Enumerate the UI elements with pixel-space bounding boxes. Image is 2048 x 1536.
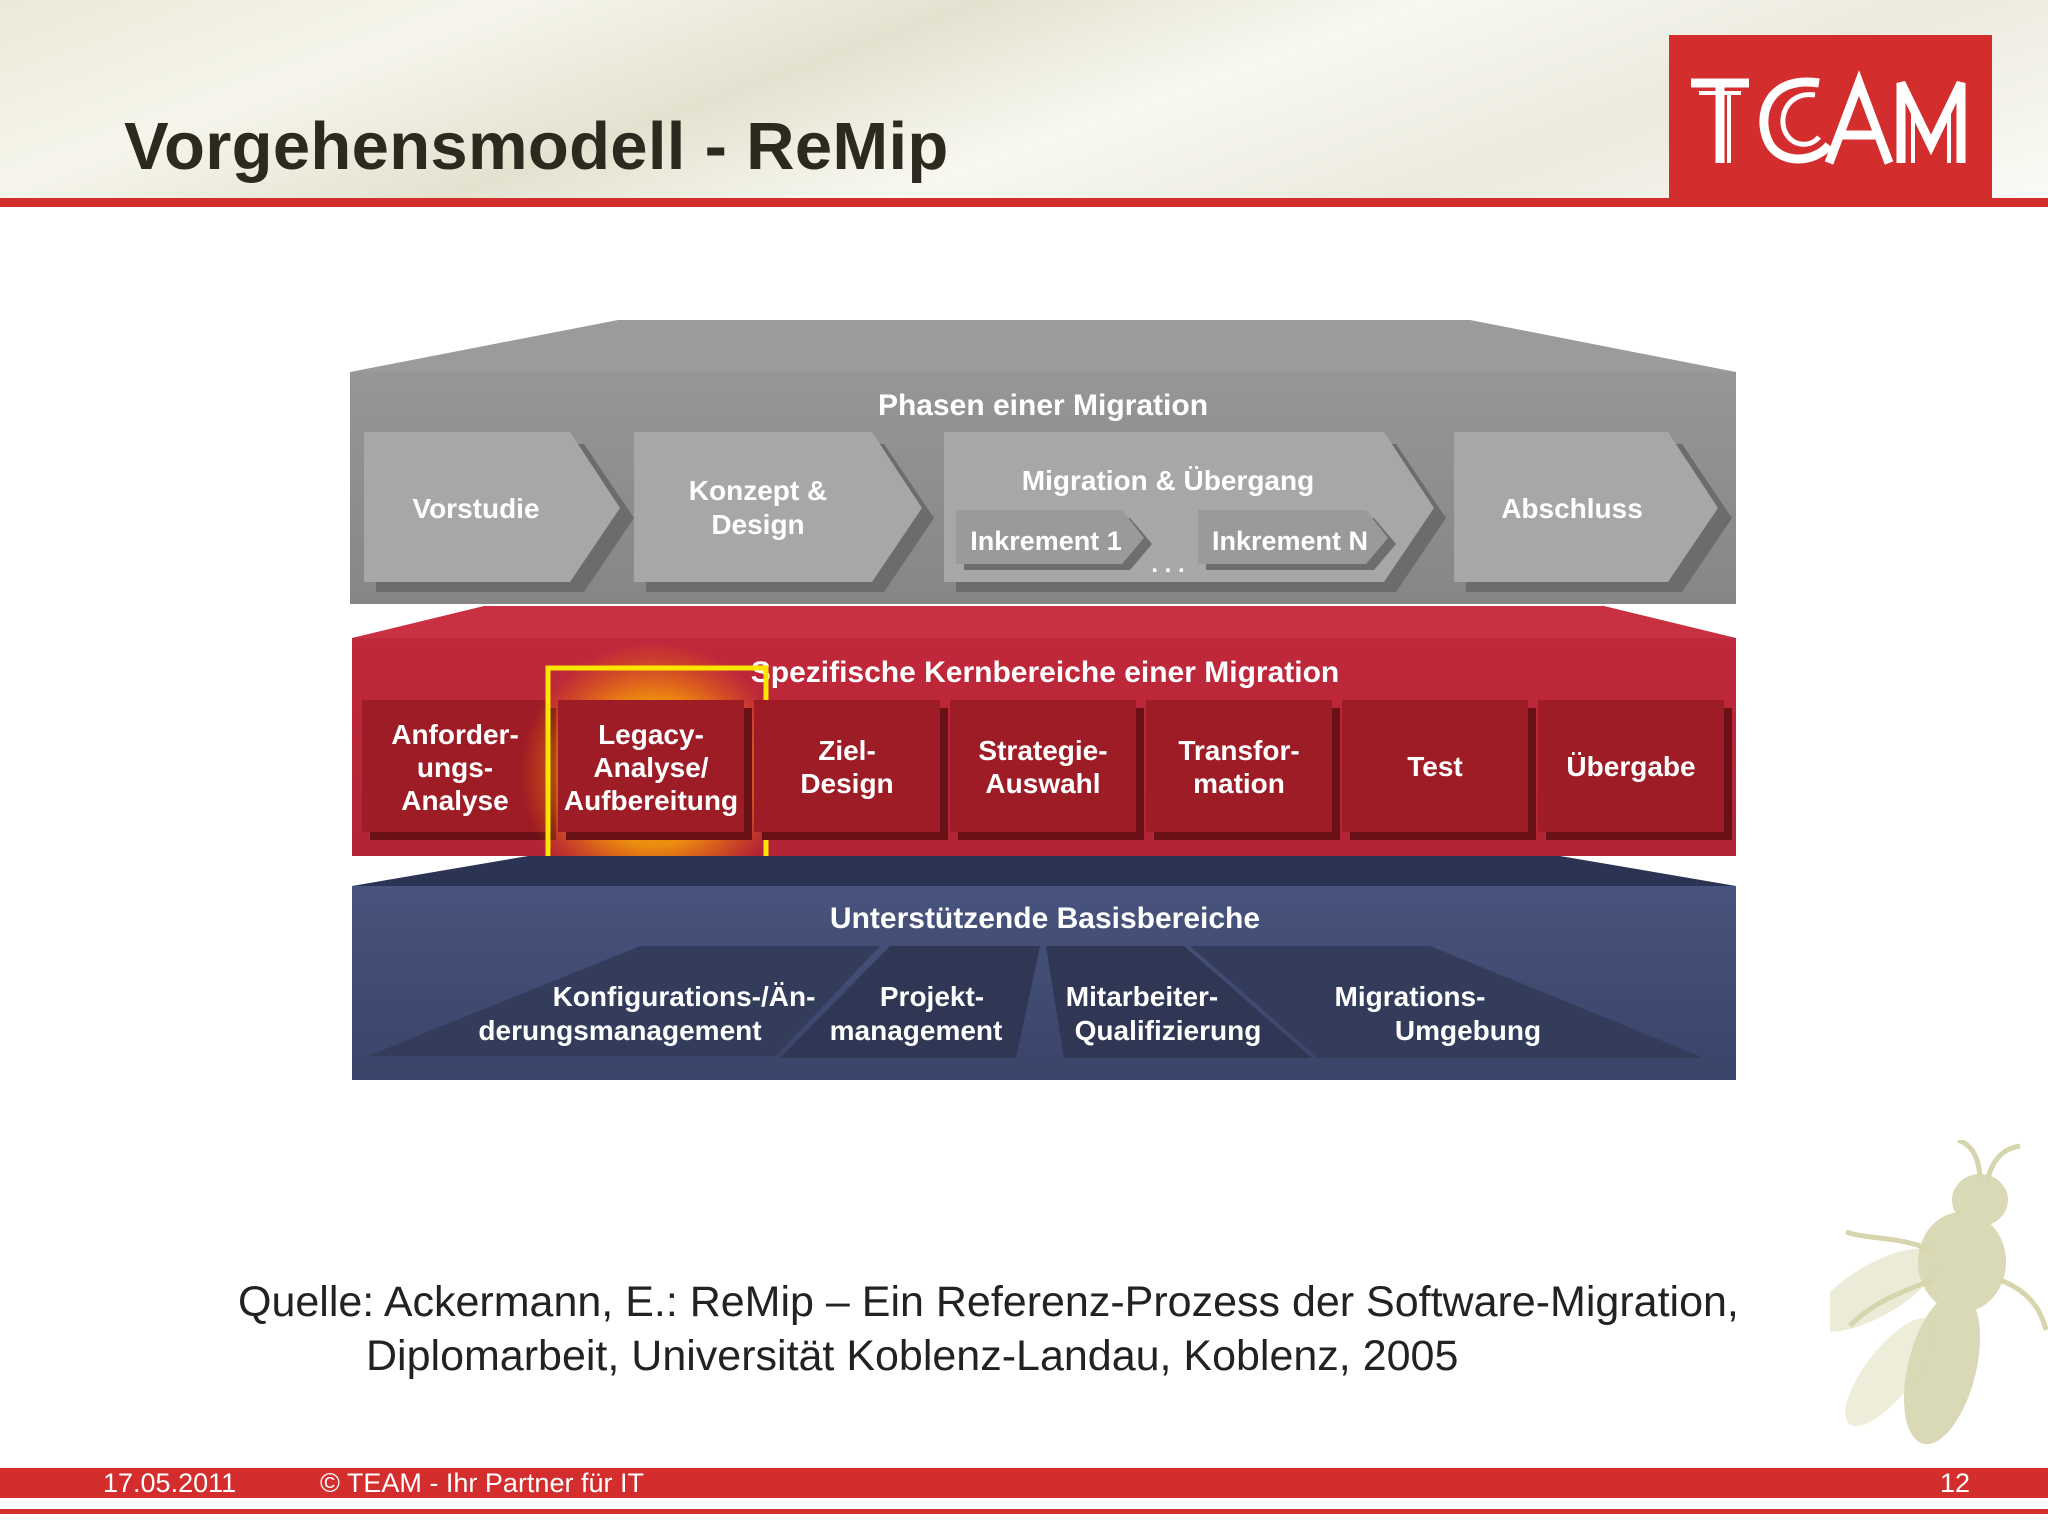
core-label-anforderung-2: ungs- xyxy=(417,752,493,783)
base-roof xyxy=(352,856,1736,886)
core-label-legacy-3: Aufbereitung xyxy=(564,785,738,816)
base-item-umgebung: Migrations- Umgebung xyxy=(1190,946,1704,1058)
core-box-uebergabe: Übergabe xyxy=(1538,700,1732,840)
core-label-transformation-2: mation xyxy=(1193,768,1285,799)
increment-1: Inkrement 1 xyxy=(956,510,1152,570)
team-logo xyxy=(1669,35,1992,205)
phase-step-konzept: Konzept & Design xyxy=(634,432,934,592)
core-label-test: Test xyxy=(1407,751,1463,782)
core-label-anforderung-1: Anforder- xyxy=(391,719,519,750)
core-label-strategie-2: Auswahl xyxy=(985,768,1100,799)
core-label-legacy-1: Legacy- xyxy=(598,719,704,750)
increment-n: Inkrement N xyxy=(1198,510,1396,570)
core-box-test: Test xyxy=(1342,700,1536,840)
base-label-umgebung-2: Umgebung xyxy=(1395,1015,1541,1046)
core-label-ziel-1: Ziel- xyxy=(818,735,876,766)
footer-rule xyxy=(0,1509,2048,1514)
bee-watermark-icon xyxy=(1830,1140,2048,1445)
core-label-legacy-2: Analyse/ xyxy=(593,752,708,783)
footer-date: 17.05.2011 xyxy=(103,1468,237,1498)
base-item-konfiguration: Konfigurations-/Än- derungsmanagement xyxy=(368,946,880,1056)
increment-n-label: Inkrement N xyxy=(1212,526,1368,556)
core-label-ziel-2: Design xyxy=(800,768,893,799)
base-label-mitarbeiter-1: Mitarbeiter- xyxy=(1066,981,1218,1012)
phase-label-vorstudie: Vorstudie xyxy=(412,493,539,524)
core-label-uebergabe: Übergabe xyxy=(1566,751,1695,782)
core-roof xyxy=(352,606,1736,638)
core-label-anforderung-3: Analyse xyxy=(401,785,508,816)
core-title: Spezifische Kernbereiche einer Migration xyxy=(751,656,1340,689)
footer-page-number: 12 xyxy=(1940,1468,1971,1498)
base-item-mitarbeiter: Mitarbeiter- Qualifizierung xyxy=(1046,946,1312,1058)
phases-roof xyxy=(350,320,1736,372)
core-label-strategie-1: Strategie- xyxy=(978,735,1107,766)
slide-title: Vorgehensmodell - ReMip xyxy=(124,109,949,184)
base-label-konfiguration-2: derungsmanagement xyxy=(478,1015,761,1046)
team-logo-icon xyxy=(1691,70,1966,165)
source-citation: Quelle: Ackermann, E.: ReMip – Ein Refer… xyxy=(238,1275,1739,1383)
core-box-transformation: Transfor- mation xyxy=(1146,700,1340,840)
footer-bar: 17.05.2011 © TEAM - Ihr Partner für IT 1… xyxy=(0,1468,2048,1498)
core-box-zieldesign: Ziel- Design xyxy=(754,700,948,840)
base-label-mitarbeiter-2: Qualifizierung xyxy=(1075,1015,1262,1046)
base-label-umgebung-1: Migrations- xyxy=(1335,981,1486,1012)
core-box-legacy: Legacy- Analyse/ Aufbereitung xyxy=(520,642,786,904)
base-title: Unterstützende Basisbereiche xyxy=(830,902,1260,935)
phases-title: Phasen einer Migration xyxy=(878,389,1208,422)
increment-ellipsis: . . . xyxy=(1151,551,1184,578)
base-label-projekt-1: Projekt- xyxy=(880,981,984,1012)
base-label-konfiguration-1: Konfigurations-/Än- xyxy=(553,981,816,1012)
phase-step-abschluss: Abschluss xyxy=(1454,432,1732,592)
core-label-transformation-1: Transfor- xyxy=(1178,735,1299,766)
increment-1-label: Inkrement 1 xyxy=(970,526,1122,556)
base-label-projekt-2: management xyxy=(830,1015,1003,1046)
title-rule xyxy=(0,198,2048,207)
phase-step-vorstudie: Vorstudie xyxy=(364,432,634,592)
source-line-2: Diplomarbeit, Universität Koblenz-Landau… xyxy=(366,1332,1459,1380)
source-line-1: Quelle: Ackermann, E.: ReMip – Ein Refer… xyxy=(238,1278,1739,1326)
phase-label-migration: Migration & Übergang xyxy=(1022,465,1314,496)
core-box-strategie: Strategie- Auswahl xyxy=(950,700,1144,840)
phase-label-konzept-2: Design xyxy=(711,509,804,540)
base-item-projektmanagement: Projekt- management xyxy=(780,946,1040,1058)
footer-copyright: © TEAM - Ihr Partner für IT xyxy=(320,1468,644,1498)
phase-label-konzept-1: Konzept & xyxy=(689,475,827,506)
phase-label-abschluss: Abschluss xyxy=(1501,493,1643,524)
phase-step-migration: Migration & Übergang Inkrement 1 . . . I… xyxy=(944,432,1446,592)
